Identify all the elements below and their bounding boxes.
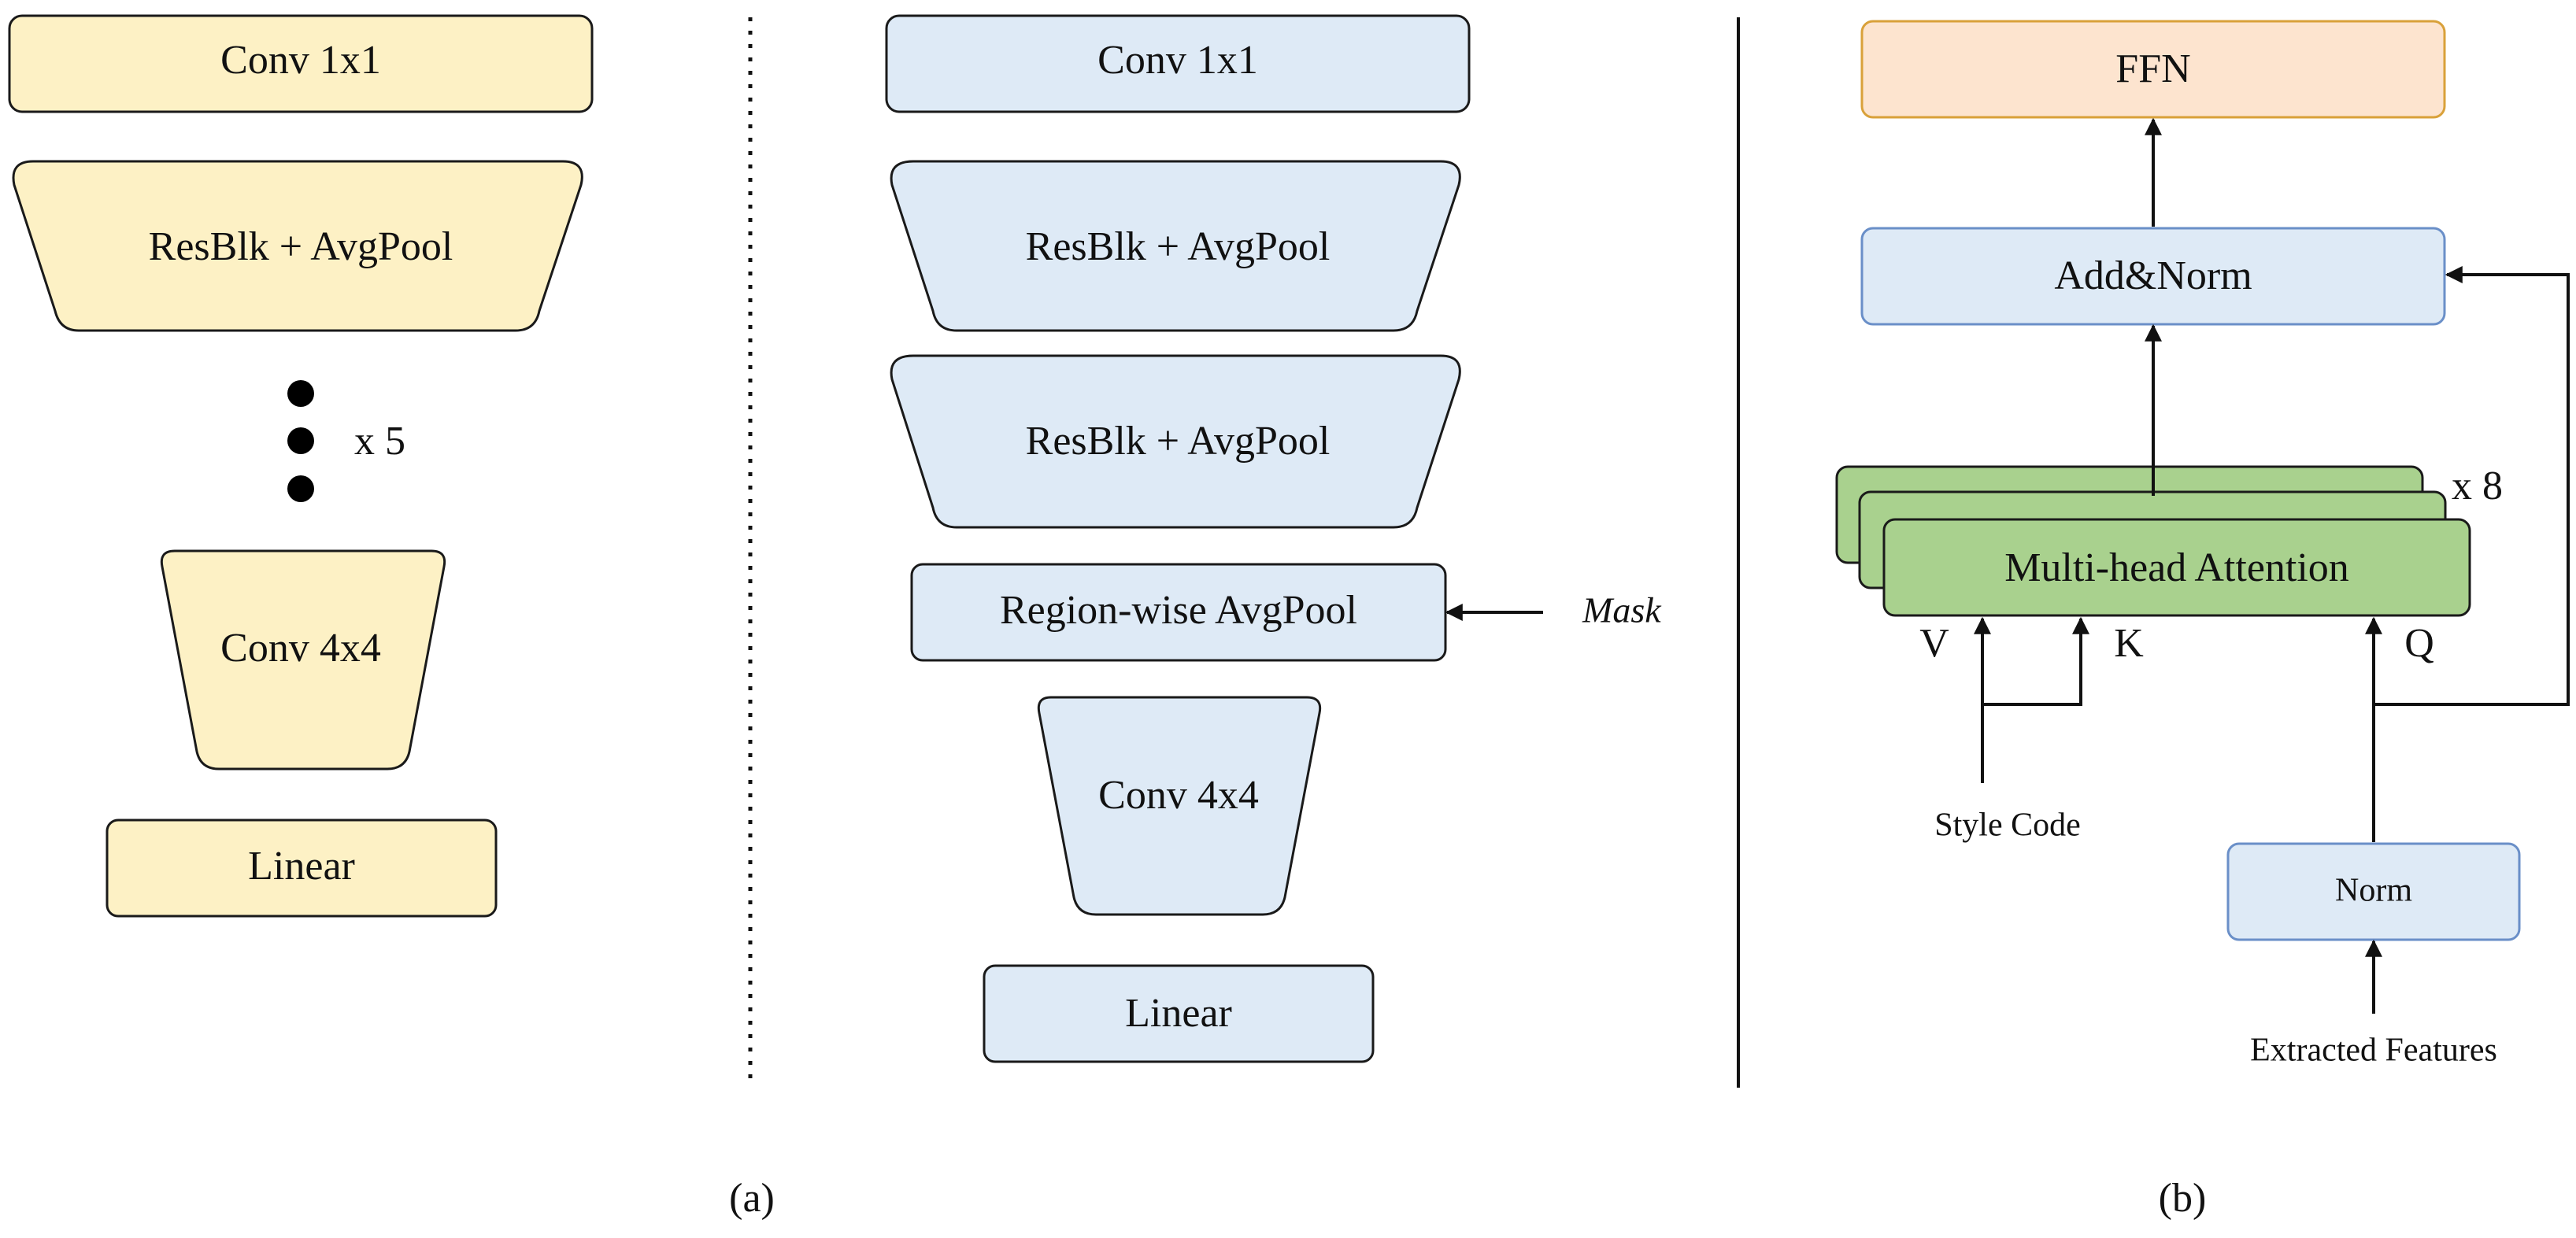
ffn-block — [1860, 20, 2446, 119]
residual-connection-arrow — [2374, 266, 2570, 706]
ffn-label: FFN — [2115, 46, 2190, 91]
ellipsis-dot-2 — [287, 427, 314, 454]
attention-label: Multi-head Attention — [2004, 545, 2349, 590]
panel-a-right-encoder: Conv 1x1 ResBlk + AvgPool ResBlk + AvgPo… — [885, 14, 1662, 1063]
mask-label: Mask — [1582, 590, 1662, 630]
resblk-trapezoid-blue-1 — [890, 160, 1461, 332]
linear-label-blue: Linear — [1125, 991, 1232, 1036]
resblk-trapezoid — [12, 160, 583, 332]
resblk-label-blue-2: ResBlk + AvgPool — [1026, 419, 1331, 464]
attention-head-front — [1882, 518, 2471, 617]
style-code-label: Style Code — [1934, 807, 2081, 844]
arrow-style-to-key — [1982, 616, 2089, 706]
resblk-label-blue-1: ResBlk + AvgPool — [1026, 224, 1331, 269]
linear-block — [105, 819, 498, 918]
panel-b-attention-block: FFN Add&Norm Multi-head Attention x 8 V … — [1835, 20, 2570, 1069]
region-avgpool-label: Region-wise AvgPool — [1000, 588, 1357, 633]
conv4x4-trapezoid-blue — [1037, 696, 1322, 916]
ellipsis-dot-1 — [287, 380, 314, 407]
value-label: V — [1919, 621, 1949, 666]
conv4x4-trapezoid — [160, 549, 446, 771]
resblk-label: ResBlk + AvgPool — [149, 224, 453, 269]
resblk-trapezoid-blue-2 — [890, 354, 1461, 529]
extracted-features-label: Extracted Features — [2250, 1033, 2497, 1069]
conv1x1-label-blue: Conv 1x1 — [1097, 38, 1258, 83]
head-repeat-label: x 8 — [2452, 464, 2503, 508]
ellipsis-dot-3 — [287, 475, 314, 502]
panel-a-left-encoder: Conv 1x1 ResBlk + AvgPool x 5 Conv 4x4 L… — [8, 14, 594, 918]
add-norm-label: Add&Norm — [2054, 253, 2252, 298]
conv4x4-label: Conv 4x4 — [220, 626, 381, 671]
linear-block-blue — [983, 964, 1375, 1063]
repeat-count-label: x 5 — [354, 419, 405, 464]
conv1x1-block — [8, 14, 594, 113]
caption-a: (a) — [729, 1176, 775, 1221]
key-label: K — [2114, 621, 2144, 666]
query-label: Q — [2404, 621, 2434, 666]
linear-label: Linear — [248, 844, 355, 889]
conv1x1-label: Conv 1x1 — [220, 38, 381, 83]
norm-label: Norm — [2335, 873, 2412, 909]
conv1x1-block-blue — [885, 14, 1471, 113]
conv4x4-label-blue: Conv 4x4 — [1098, 773, 1259, 818]
caption-b: (b) — [2159, 1176, 2207, 1221]
